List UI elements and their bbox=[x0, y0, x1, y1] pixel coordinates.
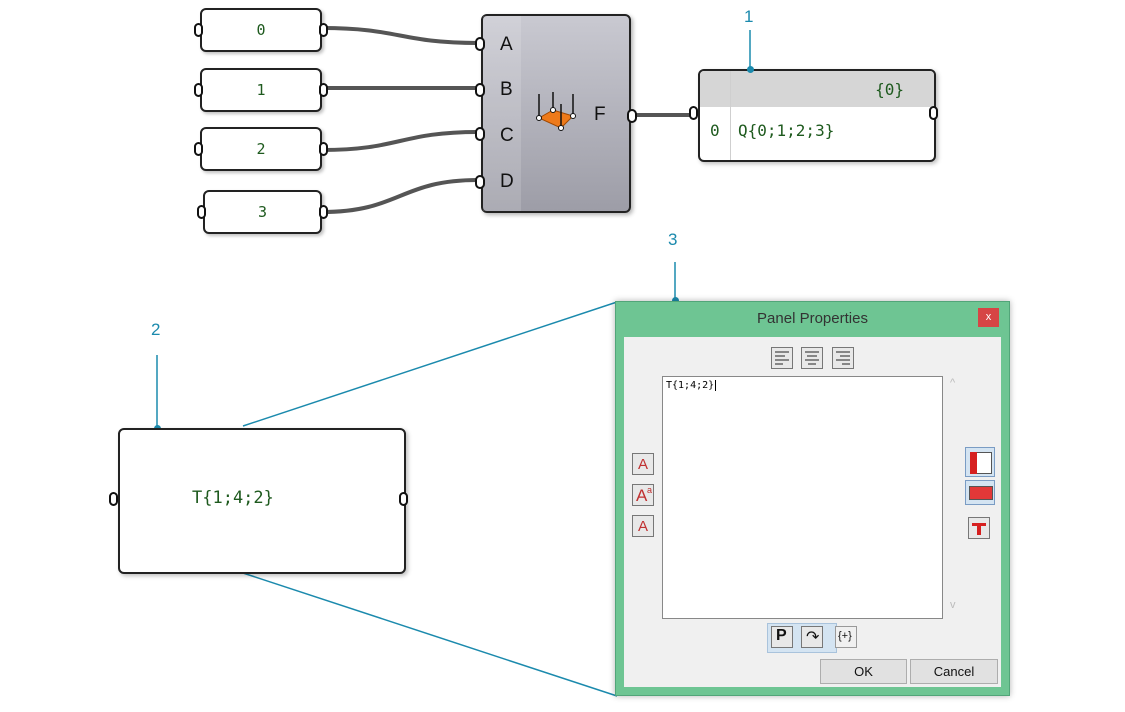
number-panel-2[interactable]: 2 bbox=[194, 127, 328, 171]
callout-2: 2 bbox=[151, 320, 161, 339]
quad-component[interactable]: A B C D F bbox=[475, 14, 637, 213]
wrap-icon[interactable]: ↷ bbox=[801, 626, 823, 648]
wire-d bbox=[321, 178, 479, 214]
panel-color-icon[interactable] bbox=[965, 447, 995, 477]
panel-text-editor[interactable]: T{1;4;2} bbox=[662, 376, 943, 619]
editor-text: T{1;4;2} bbox=[666, 380, 715, 391]
quad-points-icon bbox=[536, 92, 576, 131]
panel-properties-dialog: Panel Properties x T{1;4;2} ^ v A A a A bbox=[615, 301, 1010, 696]
scroll-down-icon[interactable]: v bbox=[950, 599, 956, 611]
output-panel-in-grip[interactable] bbox=[689, 106, 698, 120]
align-right-icon[interactable] bbox=[832, 347, 854, 369]
zoom-line-top bbox=[242, 301, 618, 427]
component-input-strip bbox=[483, 16, 521, 211]
input-grip[interactable] bbox=[194, 23, 203, 37]
wire-c bbox=[321, 130, 479, 152]
callout-3: 3 bbox=[668, 230, 678, 249]
index-label: 0 bbox=[710, 121, 720, 140]
output-grip[interactable] bbox=[319, 23, 328, 37]
input-b-label: B bbox=[500, 79, 513, 100]
dialog-body: T{1;4;2} ^ v A A a A P ↷ bbox=[624, 337, 1001, 687]
paint-bucket-icon[interactable] bbox=[968, 517, 990, 539]
output-grip[interactable] bbox=[319, 205, 328, 219]
output-f-label: F bbox=[594, 104, 606, 125]
input-a-port[interactable] bbox=[475, 37, 485, 51]
callout-dot-3 bbox=[672, 297, 679, 304]
input-grip[interactable] bbox=[194, 83, 203, 97]
cancel-button[interactable]: Cancel bbox=[910, 659, 998, 684]
input-c-port[interactable] bbox=[475, 127, 485, 141]
font-size-down-icon[interactable]: A bbox=[632, 515, 654, 537]
output-f-port[interactable] bbox=[627, 109, 637, 123]
text-panel[interactable]: T{1;4;2} bbox=[118, 428, 406, 574]
panel-text: T{1;4;2} bbox=[192, 488, 274, 508]
input-d-port[interactable] bbox=[475, 175, 485, 189]
align-left-icon[interactable] bbox=[771, 347, 793, 369]
scroll-up-icon[interactable]: ^ bbox=[950, 377, 956, 389]
callout-dot-1 bbox=[747, 66, 754, 73]
zoom-line-bottom bbox=[242, 572, 618, 697]
close-button[interactable]: x bbox=[978, 308, 999, 327]
multiline-icon[interactable]: P bbox=[771, 626, 793, 648]
align-center-icon[interactable] bbox=[801, 347, 823, 369]
input-d-label: D bbox=[500, 171, 514, 192]
text-panel-in-grip[interactable] bbox=[109, 492, 118, 506]
output-panel[interactable]: {0} 0 Q{0;1;2;3} bbox=[698, 69, 936, 162]
font-size-up-icon[interactable]: A bbox=[632, 453, 654, 475]
number-value: 0 bbox=[256, 21, 266, 39]
input-grip[interactable] bbox=[197, 205, 206, 219]
number-value: 2 bbox=[256, 140, 266, 158]
index-separator bbox=[730, 71, 731, 160]
input-b-port[interactable] bbox=[475, 83, 485, 97]
input-grip[interactable] bbox=[194, 142, 203, 156]
dialog-title: Panel Properties bbox=[757, 310, 868, 327]
output-grip[interactable] bbox=[319, 83, 328, 97]
number-panel-1[interactable]: 1 bbox=[194, 68, 328, 112]
text-panel-out-grip[interactable] bbox=[399, 492, 408, 506]
number-panel-0[interactable]: 0 bbox=[194, 8, 328, 52]
font-icon[interactable]: A a bbox=[632, 484, 654, 506]
input-c-label: C bbox=[500, 125, 514, 146]
wire-a bbox=[321, 26, 479, 45]
output-panel-out-grip[interactable] bbox=[929, 106, 938, 120]
input-a-label: A bbox=[500, 34, 513, 55]
number-value: 3 bbox=[257, 203, 268, 221]
callout-1: 1 bbox=[744, 7, 754, 26]
panel-fill-icon[interactable] bbox=[965, 480, 995, 505]
text-cursor bbox=[715, 380, 717, 391]
special-code-icon[interactable]: {+} bbox=[835, 626, 857, 648]
number-panel-3[interactable]: 3 bbox=[197, 190, 328, 234]
value-label: Q{0;1;2;3} bbox=[738, 121, 835, 140]
path-label: {0} bbox=[875, 80, 904, 99]
number-value: 1 bbox=[256, 81, 266, 99]
ok-button[interactable]: OK bbox=[820, 659, 907, 684]
panel-header bbox=[700, 71, 934, 107]
output-grip[interactable] bbox=[319, 142, 328, 156]
